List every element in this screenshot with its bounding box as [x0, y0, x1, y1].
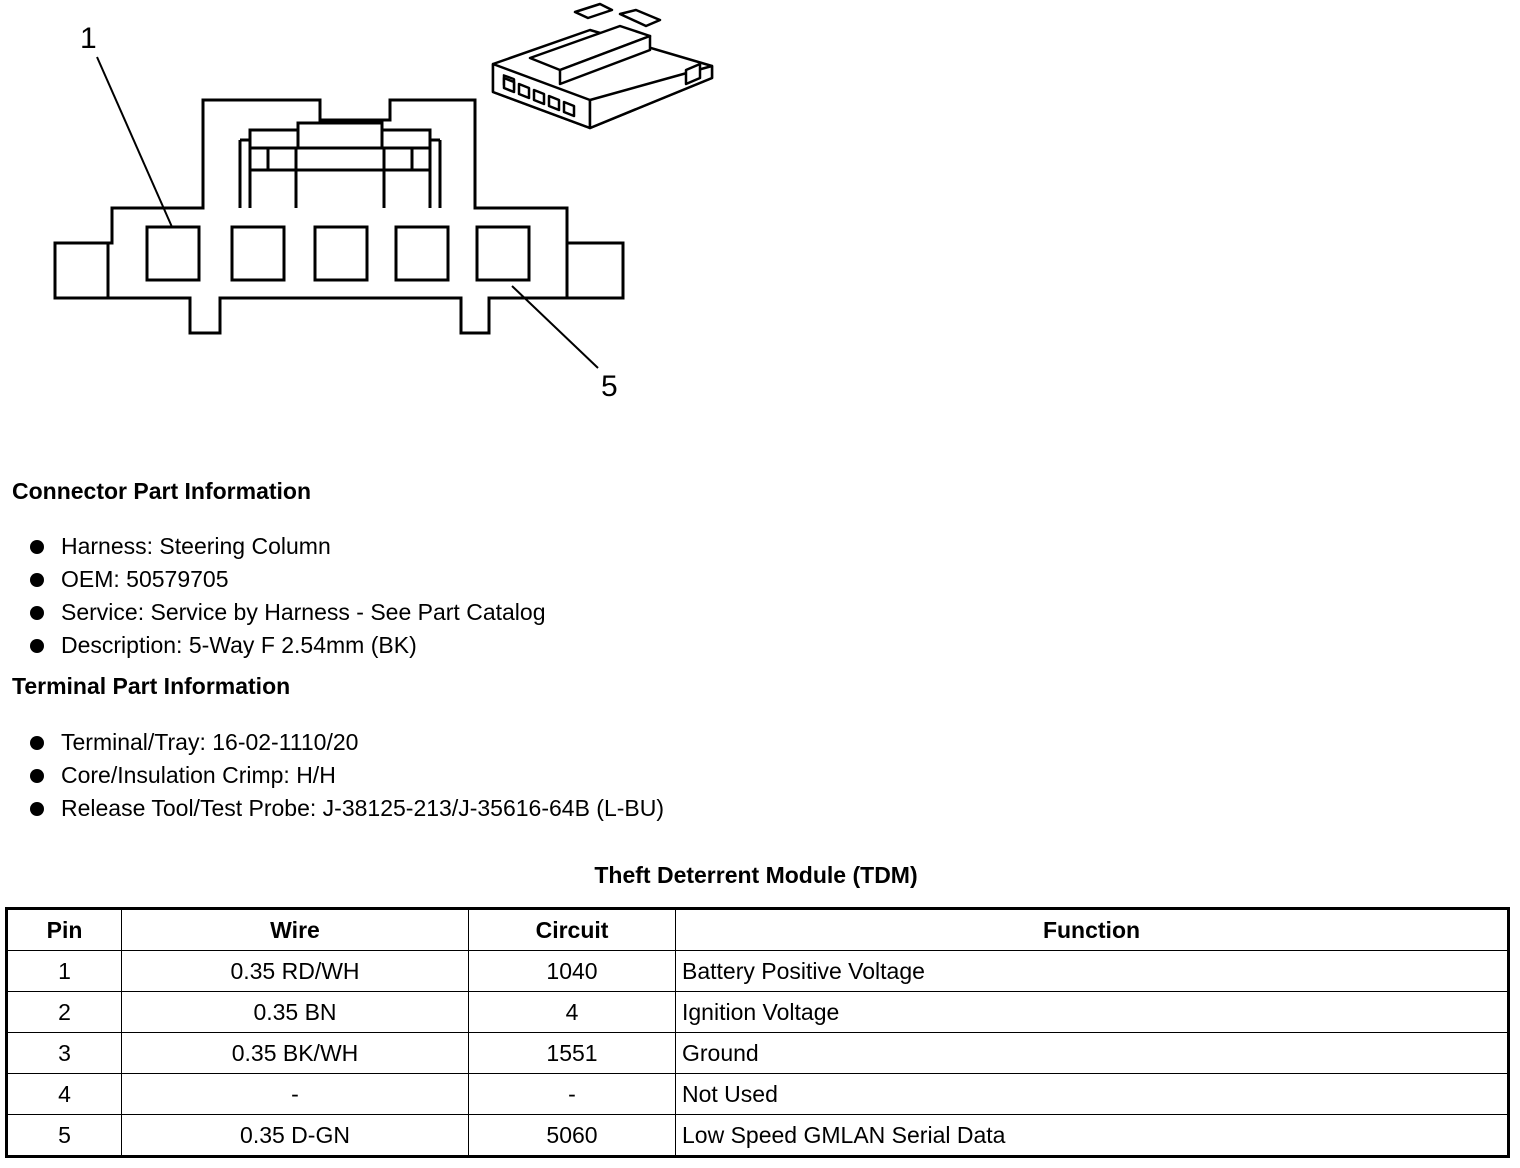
cell-circuit: - [468, 1073, 676, 1115]
table-row: 2 0.35 BN 4 Ignition Voltage [6, 991, 1509, 1033]
callout-pin-first: 1 [80, 22, 97, 55]
cell-circuit: 4 [468, 991, 676, 1033]
bullet-icon [30, 802, 44, 816]
list-item: Core/Insulation Crimp: H/H [30, 759, 664, 792]
cell-pin: 3 [6, 1032, 122, 1074]
pin-cavity-2 [230, 225, 286, 282]
bullet-icon [30, 606, 44, 620]
cell-function: Battery Positive Voltage [675, 950, 1509, 992]
cell-pin: 2 [6, 991, 122, 1033]
bullet-icon [30, 540, 44, 554]
terminal-info-list: Terminal/Tray: 16-02-1110/20 Core/Insula… [30, 726, 664, 825]
header-wire: Wire [121, 908, 469, 951]
list-item: Description: 5-Way F 2.54mm (BK) [30, 629, 545, 662]
pin-cavity-1 [145, 225, 201, 282]
leader-line-1 [96, 56, 173, 228]
connector-diagram [53, 2, 714, 369]
connector-info-title: Connector Part Information [12, 478, 312, 504]
table-row: 1 0.35 RD/WH 1040 Battery Positive Volta… [6, 950, 1509, 992]
cell-wire: 0.35 BN [121, 991, 469, 1033]
cell-function: Ignition Voltage [675, 991, 1509, 1033]
cell-wire: - [121, 1073, 469, 1115]
latch-outline [248, 121, 432, 208]
list-item: OEM: 50579705 [30, 563, 545, 596]
cell-pin: 1 [6, 950, 122, 992]
pinout-table: Pin Wire Circuit Function 1 0.35 RD/WH 1… [5, 907, 1510, 1158]
cell-pin: 5 [6, 1114, 122, 1157]
list-item: Service: Service by Harness - See Part C… [30, 596, 545, 629]
cell-pin: 4 [6, 1073, 122, 1115]
bullet-icon [30, 573, 44, 587]
header-circuit: Circuit [468, 908, 676, 951]
bullet-icon [30, 769, 44, 783]
table-title: Theft Deterrent Module (TDM) [594, 862, 918, 888]
cell-wire: 0.35 D-GN [121, 1114, 469, 1157]
connector-body-outline [53, 98, 625, 335]
cell-function: Ground [675, 1032, 1509, 1074]
pin-cavity-5 [475, 225, 531, 282]
pin-cavity-3 [313, 225, 369, 282]
table-row: 3 0.35 BK/WH 1551 Ground [6, 1032, 1509, 1074]
list-item: Terminal/Tray: 16-02-1110/20 [30, 726, 664, 759]
table-header-row: Pin Wire Circuit Function [6, 908, 1509, 951]
connector-info-list: Harness: Steering Column OEM: 50579705 S… [30, 530, 545, 662]
cell-wire: 0.35 BK/WH [121, 1032, 469, 1074]
header-function: Function [675, 908, 1509, 951]
cell-function: Not Used [675, 1073, 1509, 1115]
cell-function: Low Speed GMLAN Serial Data [675, 1114, 1509, 1157]
pin-cavity-4 [394, 225, 450, 282]
latch-left-pad [248, 146, 270, 172]
callout-pin-last: 5 [601, 370, 618, 403]
terminal-info-title: Terminal Part Information [12, 673, 291, 699]
cell-circuit: 1040 [468, 950, 676, 992]
table-row: 4 - - Not Used [6, 1073, 1509, 1115]
cell-circuit: 5060 [468, 1114, 676, 1157]
bullet-icon [30, 736, 44, 750]
leader-line-5 [511, 285, 599, 369]
cell-wire: 0.35 RD/WH [121, 950, 469, 992]
cell-circuit: 1551 [468, 1032, 676, 1074]
latch-right-pad [410, 146, 432, 172]
bullet-icon [30, 639, 44, 653]
header-pin: Pin [6, 908, 122, 951]
list-item: Harness: Steering Column [30, 530, 545, 563]
list-item: Release Tool/Test Probe: J-38125-213/J-3… [30, 792, 664, 825]
table-row: 5 0.35 D-GN 5060 Low Speed GMLAN Serial … [6, 1114, 1509, 1157]
connector-isometric-icon [491, 2, 714, 130]
